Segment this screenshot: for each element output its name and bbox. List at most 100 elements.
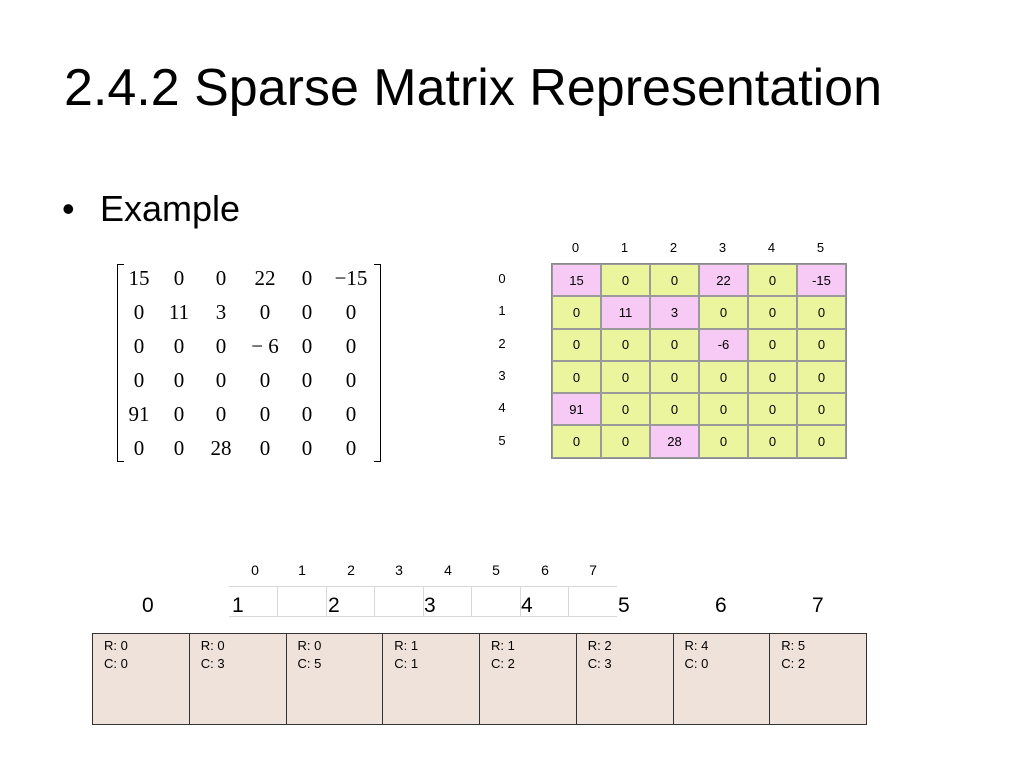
strip-divider	[277, 587, 278, 616]
bullet-icon: •	[62, 188, 75, 229]
math-matrix-cell: 0	[173, 368, 185, 392]
math-matrix-cell: 22	[254, 266, 276, 290]
record-row-value: R: 0	[297, 638, 322, 653]
math-matrix-cell: 0	[215, 266, 227, 290]
small-index-label: 3	[395, 562, 403, 578]
grid-cell: 0	[797, 328, 846, 361]
grid-row-header: 0	[498, 271, 506, 286]
record-row-value: R: 1	[394, 638, 419, 653]
record-row-value: R: 0	[200, 638, 225, 653]
record-col-value: C: 5	[297, 656, 322, 671]
grid-cell: 0	[748, 328, 797, 361]
grid-column-header: 2	[669, 240, 678, 255]
grid-cell: 0	[601, 393, 650, 426]
grid-row-header: 3	[498, 367, 506, 383]
record-row-value: R: 5	[781, 638, 806, 653]
math-matrix-cell: 0	[215, 368, 227, 392]
record-col-value: C: 2	[781, 656, 806, 671]
math-matrix-cell: 0	[173, 402, 185, 426]
math-matrix-cell: 0	[133, 368, 145, 392]
grid-row-header: 2	[498, 335, 506, 351]
grid-cell: 0	[699, 296, 748, 329]
small-index-label: 0	[251, 562, 259, 578]
math-matrix-cell: 0	[301, 402, 313, 426]
grid-cell: 0	[601, 425, 650, 458]
grid-cell: 0	[552, 296, 601, 329]
grid-cell: 0	[552, 328, 601, 361]
grid-cell: -6	[699, 328, 748, 361]
grid-cell: -15	[797, 264, 846, 297]
strip-divider	[423, 587, 424, 616]
big-index-label: 4	[521, 594, 533, 617]
grid-cell: 11	[601, 296, 650, 329]
math-matrix-cell: 0	[133, 436, 145, 460]
grid-cell: 22	[699, 264, 748, 297]
grid-cell: 0	[601, 264, 650, 297]
grid-cell: 0	[650, 360, 699, 394]
strip-divider	[520, 587, 521, 616]
grid-cell: 0	[797, 360, 846, 394]
small-index-label: 6	[541, 562, 549, 578]
grid-cell: 0	[748, 264, 797, 297]
record-cell: R: 5 C: 2	[770, 634, 866, 724]
big-index-label: 2	[328, 594, 340, 617]
record-col-value: C: 0	[684, 656, 709, 671]
math-matrix-cell: 3	[215, 300, 227, 324]
grid-cell: 0	[552, 425, 601, 458]
big-index-label: 5	[618, 594, 630, 617]
grid-column-header: 1	[620, 240, 629, 255]
grid-cell: 0	[748, 393, 797, 426]
math-matrix-cell: 0	[301, 300, 313, 324]
grid-cell: 0	[748, 360, 797, 394]
grid-cell: 0	[552, 360, 601, 394]
math-matrix-cell: 0	[345, 402, 357, 426]
math-matrix-cell: 91	[128, 402, 150, 426]
bullet-item: •Example	[62, 191, 240, 227]
record-col-value: C: 3	[200, 656, 225, 671]
small-index-label: 1	[298, 562, 306, 578]
grid-cell: 0	[797, 393, 846, 426]
record-cell: R: 1 C: 1	[383, 634, 480, 724]
grid-cell: 0	[650, 328, 699, 361]
grid-cell: 0	[797, 296, 846, 329]
grid-cell: 0	[797, 425, 846, 458]
math-matrix-cell: −15	[334, 266, 368, 290]
strip-divider	[326, 587, 327, 616]
math-matrix-cell: 0	[259, 300, 271, 324]
math-matrix-cell: 0	[345, 300, 357, 324]
big-index-label: 7	[812, 594, 824, 617]
record-cell: R: 0 C: 3	[190, 634, 287, 724]
record-row-value: R: 0	[104, 638, 128, 653]
math-matrix-cell: 0	[259, 402, 271, 426]
right-bracket	[374, 264, 381, 462]
grid-cell: 0	[601, 360, 650, 394]
small-index-label: 4	[444, 562, 452, 578]
math-matrix-cell: 0	[133, 300, 145, 324]
strip-divider	[471, 587, 472, 616]
record-col-value: C: 2	[491, 656, 515, 671]
record-col-value: C: 1	[394, 656, 419, 671]
grid-column-header: 4	[767, 240, 776, 255]
grid-cell: 0	[748, 296, 797, 329]
record-col-value: C: 3	[587, 656, 612, 671]
grid-row-header: 1	[498, 303, 506, 319]
math-matrix-cell: 0	[301, 436, 313, 460]
strip-divider	[568, 587, 569, 616]
record-row-value: R: 4	[684, 638, 709, 653]
math-matrix-cell: 11	[168, 300, 190, 324]
grid-cell: 0	[650, 393, 699, 426]
grid-cell: 91	[552, 393, 601, 426]
record-cell: R: 4 C: 0	[674, 634, 771, 724]
small-index-label: 5	[492, 562, 500, 578]
math-matrix-cell: − 6	[251, 334, 279, 358]
record-cell: R: 0 C: 5	[287, 634, 384, 724]
grid-column-header: 0	[571, 240, 580, 255]
big-index-label: 0	[142, 594, 154, 617]
